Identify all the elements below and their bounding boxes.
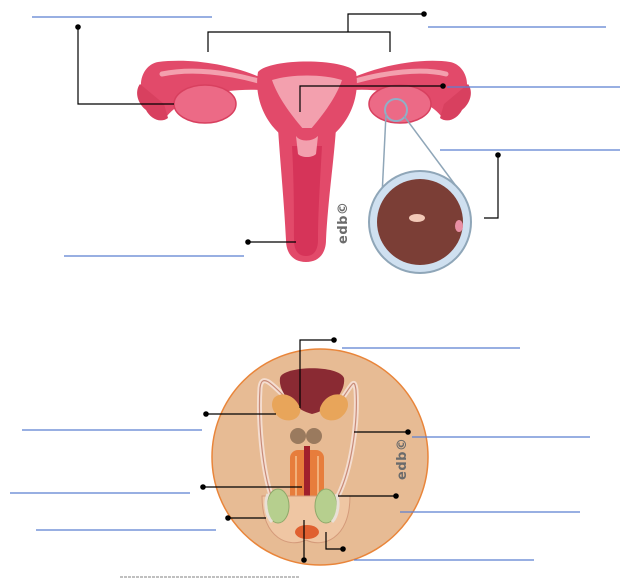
right-prostate-lobe [306,428,322,444]
female-reproductive-system: edb© [137,61,471,273]
left-ovary [174,85,236,123]
leader-fallopian-tubes [208,14,424,52]
watermark-bottom: edb© [395,438,410,480]
right-ovary [369,85,431,123]
leader-egg [484,155,498,218]
vaginal-canal [292,146,322,256]
male-reproductive-system: edb© [212,349,428,565]
polar-body [455,220,463,232]
watermark-top: edb© [336,202,351,244]
left-prostate-lobe [290,428,306,444]
egg-nucleus [409,214,425,222]
glans [295,525,319,539]
egg-cell [377,179,463,265]
